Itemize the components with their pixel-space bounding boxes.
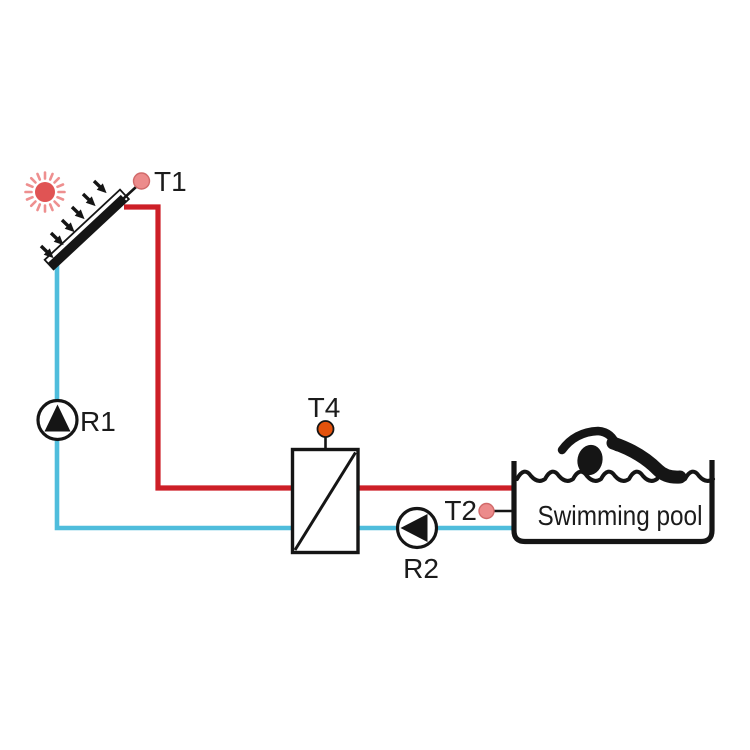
- heat-exchanger-diagonal: [293, 451, 357, 551]
- cold-pipe-collector-loop: [54, 265, 296, 531]
- pump-r1-triangle-icon: [44, 404, 71, 432]
- sensor-t1-stem: [122, 186, 137, 200]
- sensor-t1-label: T1: [154, 166, 187, 197]
- swimming-pool: Swimming pool: [511, 426, 715, 545]
- solar-collector-panel: [43, 188, 131, 271]
- collector-absorber: [47, 194, 127, 270]
- sun-rays: [24, 171, 66, 213]
- swimmer-head: [577, 444, 603, 476]
- sensor-t1: T1: [122, 166, 187, 200]
- sensor-t2-label: T2: [444, 495, 477, 526]
- arrow-icon: [78, 189, 101, 212]
- sensor-t4-dot: [316, 420, 335, 438]
- swimmer-body: [606, 436, 687, 484]
- arrow-icon: [89, 176, 112, 199]
- heat-exchanger: T4: [290, 392, 360, 555]
- hot-pipe-collector-to-exchanger: [124, 204, 296, 491]
- sensor-t2: T2: [444, 495, 515, 526]
- pool-basin-icon: [511, 460, 715, 545]
- pump-r2-label: R2: [403, 553, 439, 584]
- pump-r1-label: R1: [80, 406, 116, 437]
- swimmer-icon: [557, 426, 687, 484]
- pump-r1: R1: [36, 398, 116, 442]
- sun-icon: [24, 171, 66, 213]
- sensor-t2-dot: [478, 502, 495, 520]
- sensor-t1-dot: [132, 172, 151, 190]
- arrow-icon: [67, 202, 90, 225]
- pump-r2-triangle-icon: [400, 514, 428, 542]
- pump-r2: R2: [395, 506, 439, 584]
- pool-label: Swimming pool: [538, 500, 703, 531]
- sun-core: [35, 182, 55, 202]
- hot-pipe: [124, 204, 516, 491]
- sensor-t4-label: T4: [308, 392, 341, 423]
